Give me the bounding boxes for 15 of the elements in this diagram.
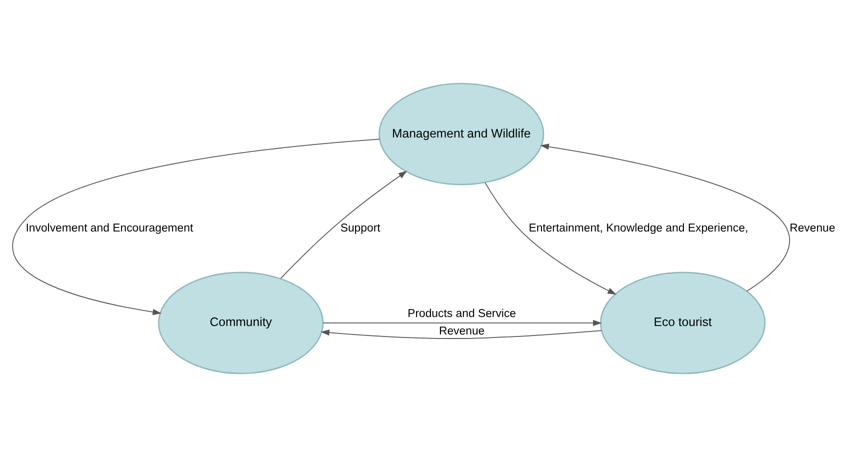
arrow (280, 170, 408, 279)
edge-label: Revenue (438, 326, 485, 338)
arrow (320, 330, 602, 339)
edge-label: Products and Service (408, 308, 516, 320)
arrow (12, 138, 380, 316)
edge-label: Entertainment, Knowledge and Experience, (528, 222, 748, 234)
arrow (484, 182, 616, 295)
arrow (322, 320, 602, 326)
arrow (540, 144, 790, 292)
edge-label: Involvement and Encouragement (26, 222, 194, 234)
node-ellipse: Community (158, 272, 324, 374)
node-ellipse: Eco tourist (600, 272, 766, 374)
edge-label: Support (340, 222, 380, 234)
node-ellipse: Management and Wildlife (378, 82, 544, 186)
edge-label: Revenue (790, 222, 836, 234)
